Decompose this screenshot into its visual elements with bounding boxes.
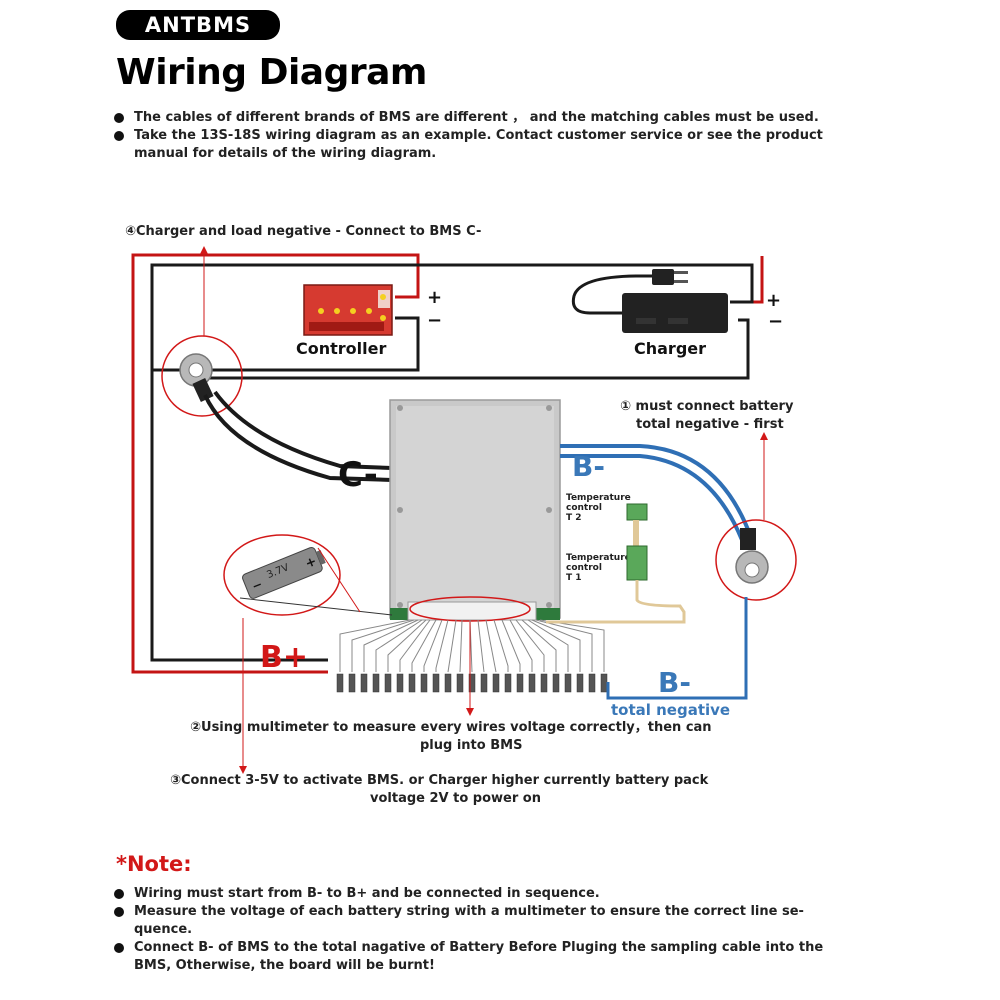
note-bullet-sequence: Wiring must start from B- to B+ and be c…	[114, 885, 844, 903]
temp-t2-label-line3: T 2	[566, 513, 582, 523]
c-minus-cables	[203, 390, 393, 482]
temp-t2-label-line2: control	[566, 503, 602, 513]
b-minus-cables	[560, 444, 754, 541]
b-minus-bottom-label: B-	[658, 666, 691, 699]
step1-label-line2: total negative - first	[636, 417, 784, 432]
note-bullet-measure: Measure the voltage of each battery stri…	[114, 903, 844, 939]
step4-label: ④Charger and load negative - Connect to …	[125, 224, 481, 239]
temp-t1-label-line1: Temperature	[566, 553, 631, 563]
charger-icon	[571, 269, 728, 333]
controller-plus-label: +	[427, 287, 442, 308]
svg-text:−: −	[250, 577, 265, 594]
temperature-sensor-icon	[546, 503, 686, 624]
total-negative-wire	[606, 597, 748, 700]
bms-board	[389, 399, 561, 620]
c-minus-label: C-	[338, 455, 378, 495]
charger-label: Charger	[634, 339, 706, 358]
step3-label-line1: ③Connect 3-5V to activate BMS. or Charge…	[170, 773, 709, 788]
b-plus-label: B+	[260, 640, 308, 675]
svg-text:+: +	[303, 554, 319, 572]
charger-plus-label: +	[766, 290, 781, 311]
step2-label-line1: ②Using multimeter to measure every wires…	[190, 720, 712, 735]
sampling-terminals	[336, 673, 608, 693]
page-title: Wiring Diagram	[116, 52, 427, 93]
b-minus-top-label: B-	[572, 450, 605, 483]
controller-label: Controller	[296, 339, 386, 358]
temp-t1-label-line2: control	[566, 563, 602, 573]
temp-t2-label-line1: Temperature	[566, 493, 631, 503]
step2-label-line2: plug into BMS	[420, 738, 522, 753]
step1-label-line1: ① must connect battery	[620, 399, 794, 414]
note-bullet-connect-first: Connect B- of BMS to the total nagative …	[114, 939, 844, 975]
intro-bullet-cables: The cables of different brands of BMS ar…	[114, 109, 834, 127]
b-minus-ring-terminal-icon	[715, 519, 797, 601]
battery-cell-icon: − +	[223, 534, 393, 616]
note-bullet-list: Wiring must start from B- to B+ and be c…	[114, 885, 844, 975]
total-negative-label: total negative	[611, 701, 730, 719]
controller-minus-label: −	[427, 310, 442, 331]
temp-t1-label-line3: T 1	[566, 573, 582, 583]
charger-minus-label: −	[768, 311, 783, 332]
step3-label-line2: voltage 2V to power on	[370, 791, 541, 806]
antbms-logo: ANTBMS	[116, 10, 280, 40]
negative-wire-loop	[150, 263, 754, 662]
note-title: *Note:	[116, 852, 192, 876]
intro-bullet-list: The cables of different brands of BMS ar…	[114, 109, 834, 163]
balance-wires	[339, 619, 605, 673]
c-minus-ring-terminal-icon	[161, 335, 243, 417]
intro-bullet-example: Take the 13S-18S wiring diagram as an ex…	[114, 127, 834, 163]
controller-icon	[303, 284, 393, 336]
